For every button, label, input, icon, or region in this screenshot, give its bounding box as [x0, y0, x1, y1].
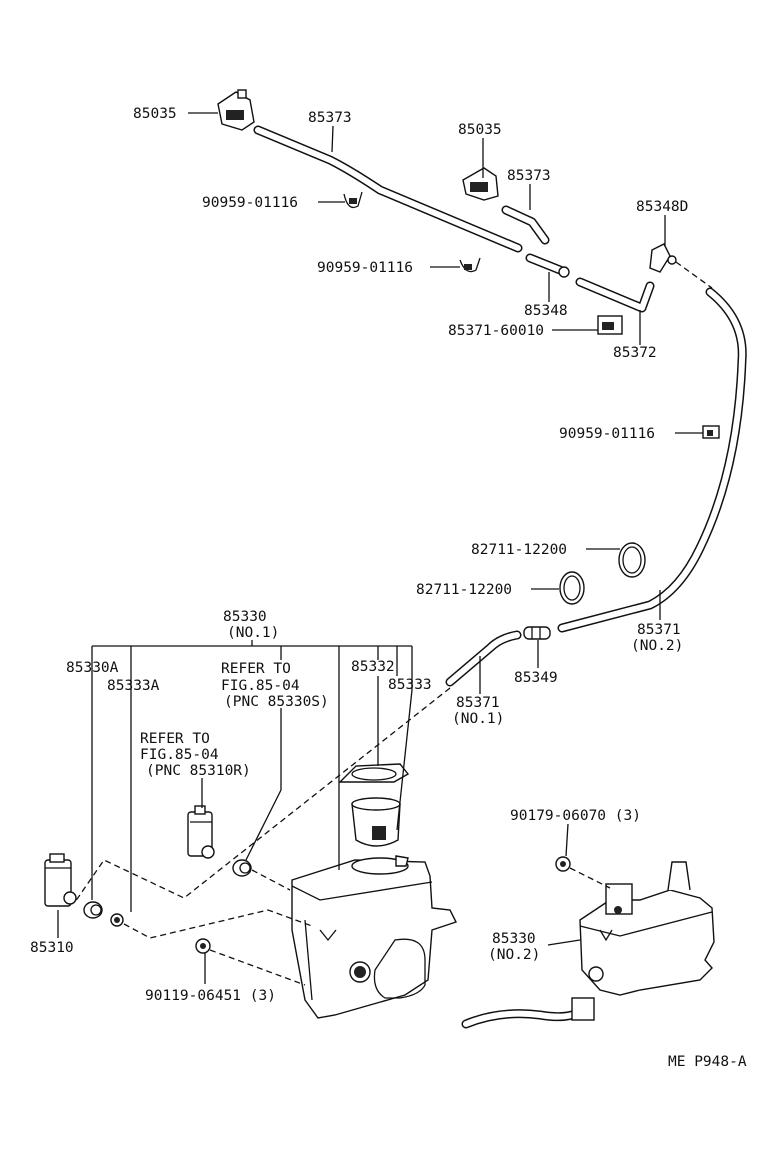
- nozzle-85035-left-icon: [217, 89, 255, 131]
- pump-85310r-icon: [187, 805, 215, 859]
- grommet-85330a-icon: [83, 901, 103, 919]
- hose-85373-short: [501, 205, 550, 245]
- label-grommet-a: 85330A: [66, 660, 119, 676]
- label-refer-2-l1: REFER TO: [140, 731, 210, 747]
- label-clamp-2: 82711-12200: [416, 582, 512, 598]
- label-clip-2: 90959-01116: [317, 260, 413, 276]
- label-cap: 85332: [351, 659, 395, 675]
- label-hose-right-short: 85372: [613, 345, 657, 361]
- label-hose-short: 85373: [507, 168, 551, 184]
- hose-85373-long: [253, 125, 523, 253]
- label-bolt-bottom: 90119-06451 (3): [145, 988, 276, 1004]
- leader-lines: [57, 112, 703, 984]
- filler-neck-icon: [351, 797, 401, 847]
- hose-85372: [575, 277, 655, 313]
- clip-90959-1-icon: [343, 191, 363, 209]
- clamp-82711-1-icon: [618, 542, 646, 578]
- cap-85332-icon: [338, 763, 410, 783]
- label-clip-1: 90959-01116: [202, 195, 298, 211]
- assembly-dashed-lines: [74, 261, 713, 986]
- check-valve-85349-icon: [523, 626, 551, 640]
- label-clamp-small: 85371-60010: [448, 323, 544, 339]
- grommet-85333a-icon: [110, 913, 124, 927]
- washer-tank-no2-icon: [461, 861, 715, 1029]
- elbow-85348d-icon: [649, 243, 677, 273]
- label-tank-assy: 85330: [223, 609, 267, 625]
- label-refer-2-l2: FIG.85-04: [140, 747, 219, 763]
- part-labels: 85035 85373 85035 85373 90959-01116 8534…: [30, 106, 747, 1070]
- nozzle-85035-mid-icon: [462, 167, 499, 201]
- label-grommet-c: 85333: [388, 677, 432, 693]
- label-nozzle-mid: 85035: [458, 122, 502, 138]
- joint-85348-icon: [525, 253, 570, 278]
- label-refer-1-l2: FIG.85-04: [221, 678, 300, 694]
- washer-tank-no1-icon: [291, 855, 457, 1019]
- label-hose-no1-sub: (NO.1): [452, 711, 504, 727]
- label-elbow-right: 85348D: [636, 199, 688, 215]
- label-refer-2-l3: (PNC 85310R): [146, 763, 251, 779]
- label-refer-1-l1: REFER TO: [221, 661, 291, 677]
- bolt-90119-icon: [195, 938, 211, 954]
- label-bolt-right: 90179-06070 (3): [510, 808, 641, 824]
- label-hose-long-no2-sub: (NO.2): [631, 638, 683, 654]
- label-hose-top: 85373: [308, 110, 352, 126]
- clip-90959-2-icon: [459, 257, 481, 273]
- label-tank-no2-sub: (NO.2): [488, 947, 540, 963]
- label-grommet-b: 85333A: [107, 678, 160, 694]
- grommet-85330s-icon: [232, 859, 252, 877]
- bolt-90179-icon: [555, 856, 571, 872]
- label-hose-no1: 85371: [456, 695, 500, 711]
- hose-85371-no1: [445, 630, 522, 687]
- clip-90959-3-icon: [702, 425, 720, 439]
- label-tank-no2: 85330: [492, 931, 536, 947]
- label-hose-long-no2: 85371: [637, 622, 681, 638]
- label-tank-assy-sub: (NO.1): [227, 625, 279, 641]
- label-nozzle-left: 85035: [133, 106, 177, 122]
- clamp-85371-60010-icon: [597, 315, 623, 335]
- label-joint: 85348: [524, 303, 568, 319]
- label-clamp-1: 82711-12200: [471, 542, 567, 558]
- clamp-82711-2-icon: [559, 571, 585, 605]
- pump-85310-icon: [44, 853, 77, 907]
- label-pump: 85310: [30, 940, 74, 956]
- label-figure-code: ME P948-A: [668, 1054, 747, 1070]
- label-refer-1-l3: (PNC 85330S): [224, 694, 329, 710]
- hose-85371-no2: [557, 287, 747, 633]
- label-check-valve: 85349: [514, 670, 558, 686]
- label-clip-3: 90959-01116: [559, 426, 655, 442]
